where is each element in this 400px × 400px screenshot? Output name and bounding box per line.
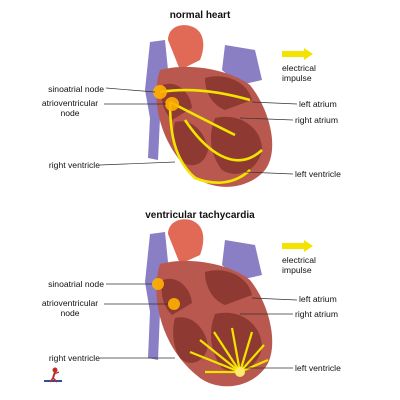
label-left-ventricle: left ventricle — [295, 363, 341, 373]
label-left-atrium: left atrium — [299, 294, 337, 304]
panel-title: normal heart — [169, 10, 231, 21]
aorta — [168, 219, 204, 264]
impulse-ray — [199, 339, 241, 373]
impulse-path — [159, 88, 251, 102]
tachycardia-heart-illustration — [100, 219, 313, 387]
impulse-ray — [239, 344, 265, 373]
label-electrical-impulse: electrical impulse — [282, 63, 316, 83]
atrioventricular-node-glow — [168, 298, 180, 310]
sinoatrial-node-glow — [153, 85, 167, 99]
impulse-ray — [239, 358, 269, 374]
panel-title: ventricular tachycardia — [145, 210, 255, 221]
left-atrium-chamber — [205, 76, 252, 110]
normal-heart-panel: normal heart — [30, 10, 341, 187]
label-line: electrical — [282, 63, 316, 73]
impulse-ray — [230, 327, 242, 373]
left-atrium-chamber — [205, 270, 252, 305]
label-line: node — [60, 108, 80, 118]
pulmonary-vessel — [222, 45, 262, 85]
impulse-arrow-icon — [282, 48, 313, 60]
label-right-ventricle: right ventricle — [48, 353, 100, 363]
label-sinoatrial-node: sinoatrial node — [48, 279, 104, 289]
sinoatrial-node-glow — [152, 278, 164, 290]
impulse-path — [183, 119, 263, 162]
normal-heart-illustration — [99, 25, 313, 187]
aorta — [168, 25, 204, 70]
label-line: node — [60, 308, 80, 318]
label-line: atrioventricular — [41, 298, 99, 308]
label-atrioventricular-node: atrioventricular node — [30, 298, 110, 318]
label-atrioventricular-node: atrioventricular node — [30, 98, 110, 118]
label-line: electrical — [282, 255, 316, 265]
impulse-ray — [213, 331, 241, 373]
ventricular-focus-glow — [235, 367, 245, 377]
right-ventricle-chamber — [173, 121, 208, 166]
atrioventricular-node-glow — [165, 97, 179, 111]
label-line: impulse — [282, 265, 312, 275]
label-right-atrium: right atrium — [295, 115, 338, 125]
left-ventricle-chamber — [210, 312, 262, 372]
label-right-atrium: right atrium — [295, 309, 338, 319]
label-left-ventricle: left ventricle — [295, 169, 341, 179]
right-ventricle-chamber — [173, 317, 208, 363]
publisher-logo-icon — [44, 367, 62, 383]
impulse-path — [168, 101, 251, 184]
impulse-arrow-icon — [282, 240, 313, 252]
label-electrical-impulse: electrical impulse — [282, 255, 316, 275]
label-right-ventricle: right ventricle — [48, 160, 100, 170]
label-line: impulse — [282, 73, 312, 83]
label-left-atrium: left atrium — [299, 99, 337, 109]
ventricular-tachycardia-panel: ventricular tachycardia — [0, 200, 400, 400]
impulse-ray — [238, 331, 254, 373]
label-line: atrioventricular — [41, 98, 99, 108]
impulse-ray — [189, 350, 241, 374]
label-sinoatrial-node: sinoatrial node — [48, 84, 104, 94]
